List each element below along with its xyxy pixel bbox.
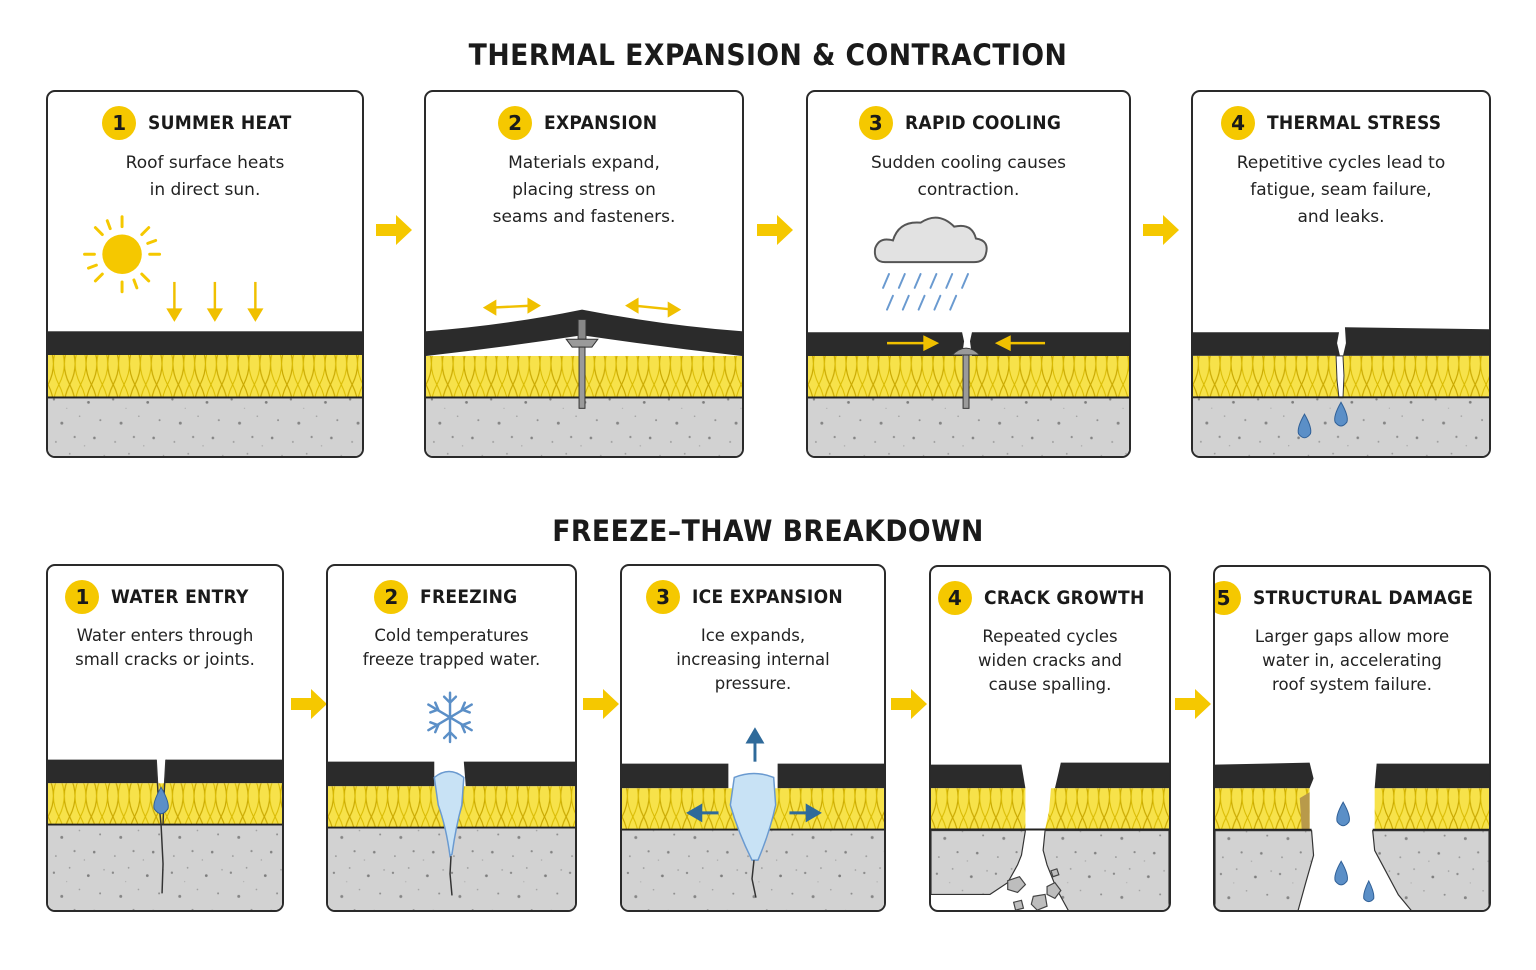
flow-arrow-icon [1175,689,1211,719]
roof-illustration [808,216,1129,456]
step-title: CRACK GROWTH [983,587,1145,609]
step-number-badge: 4 [937,581,972,615]
water-drop-icon [153,786,169,815]
water-drop-icon [1334,801,1375,903]
step-title: THERMAL STRESS [1267,112,1442,134]
panel-freezing: 2 FREEZING Cold temperatures freeze trap… [326,564,577,912]
step-description: Repetitive cycles lead to fatigue, seam … [1236,153,1446,227]
flow-arrow-icon [376,215,412,245]
section-title-thermal: THERMAL EXPANSION & CONTRACTION [468,38,1068,72]
roof-illustration [48,759,282,910]
panel-header: 2 FREEZING [328,580,575,614]
panel-header: 4 CRACK GROWTH [931,581,1169,615]
panel-header: 1 SUMMER HEAT [48,106,362,140]
panel-header: 3 RAPID COOLING [808,106,1129,140]
section-title-freeze-thaw: FREEZE–THAW BREAKDOWN [552,514,984,548]
fastener-icon [951,347,982,409]
panel-water-entry: 1 WATER ENTRY Water enters through small… [46,564,284,912]
flow-arrow-icon [583,689,619,719]
panel-summer-heat: 1 SUMMER HEAT Roof surface heats in dire… [46,90,364,458]
sun-icon [83,215,162,294]
panel-expansion: 2 EXPANSION Materials expand, placing st… [424,90,744,458]
step-description: Water enters through small cracks or joi… [75,626,255,669]
debris-icon [1007,868,1062,910]
flow-arrow-icon [291,689,327,719]
cloud-rain-icon [873,216,988,311]
snowflake-icon [427,691,473,744]
step-title: FREEZING [420,586,518,608]
step-description: Sudden cooling causes contraction. [870,153,1067,200]
flow-arrow-icon [1143,215,1179,245]
pressure-arrow-icon [686,727,822,823]
step-description: Repeated cycles widen cracks and cause s… [978,627,1122,694]
contraction-arrow-icon [887,335,1046,352]
water-drop-icon [1297,401,1348,439]
panel-header: 1 WATER ENTRY [48,580,282,614]
roof-illustration [328,691,575,910]
step-number-badge: 1 [102,106,137,140]
panel-crack-growth: 4 CRACK GROWTH Repeated cycles widen cra… [929,565,1171,912]
step-description: Materials expand, placing stress on seam… [492,153,676,227]
step-title: ICE EXPANSION [692,586,844,608]
step-description: Roof surface heats in direct sun. [125,153,285,200]
panel-thermal-stress: 4 THERMAL STRESS Repetitive cycles lead … [1191,90,1491,458]
step-number-badge: 3 [646,580,681,614]
step-description: Larger gaps allow more water in, acceler… [1254,627,1450,694]
expansion-arrow-icon [482,297,682,318]
roof-illustration [1215,762,1489,910]
fastener-icon [565,318,599,409]
panel-header: 5 STRUCTURAL DAMAGE [1215,581,1489,615]
flow-arrow-icon [891,689,927,719]
step-number-badge: 2 [374,580,409,614]
step-number-badge: 3 [858,106,893,140]
flow-arrow-icon [757,215,793,245]
step-number-badge: 2 [498,106,533,140]
step-title: STRUCTURAL DAMAGE [1252,587,1473,609]
step-number-badge: 4 [1221,106,1256,140]
step-number-badge: 5 [1215,581,1241,615]
step-description: Cold temperatures freeze trapped water. [362,626,541,669]
roof-illustration [48,215,362,456]
panel-header: 2 EXPANSION [426,106,742,140]
panel-header: 3 ICE EXPANSION [622,580,884,614]
step-title: SUMMER HEAT [148,112,292,134]
panel-rapid-cooling: 3 RAPID COOLING Sudden cooling causes co… [806,90,1131,458]
roof-illustration [426,297,742,456]
step-title: EXPANSION [544,112,658,134]
roof-illustration [622,727,884,910]
panel-structural-damage: 5 STRUCTURAL DAMAGE Larger gaps allow mo… [1213,565,1491,912]
step-title: RAPID COOLING [904,112,1061,134]
step-description: Ice expands, increasing internal pressur… [676,626,830,693]
roof-illustration [931,762,1169,910]
heat-arrow-icon [166,281,264,322]
roof-illustration [1193,327,1489,456]
step-title: WATER ENTRY [111,586,250,608]
panel-ice-expansion: 3 ICE EXPANSION Ice expands, increasing … [620,564,886,912]
step-number-badge: 1 [65,580,100,614]
panel-header: 4 THERMAL STRESS [1193,106,1489,140]
